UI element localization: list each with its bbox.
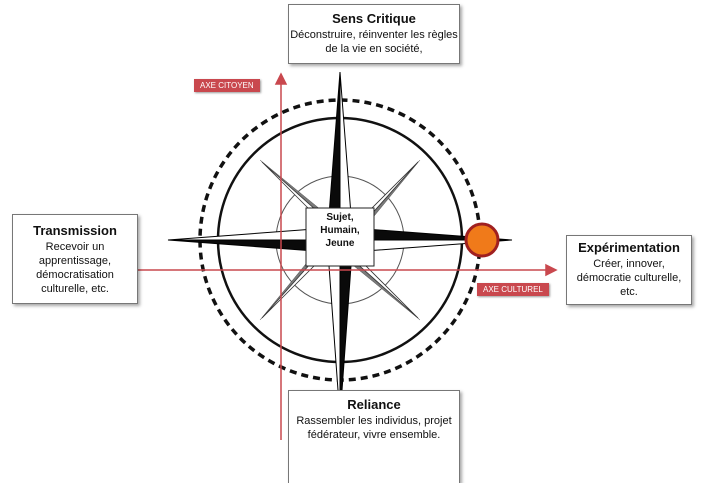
center-line-3: Jeune <box>326 238 355 249</box>
center-label: Sujet, Humain, Jeune <box>308 211 372 250</box>
experimentation-box: Expérimentation Créer, innover, démocrat… <box>566 235 692 305</box>
center-line-2: Humain, <box>320 225 359 236</box>
axis-culturel-label: AXE CULTUREL <box>477 283 549 296</box>
box-title: Expérimentation <box>567 240 691 255</box>
position-marker <box>466 224 498 256</box>
box-description: Créer, innover, démocratie culturelle, e… <box>567 257 691 299</box>
box-title: Sens Critique <box>289 11 459 26</box>
axis-citoyen-label: AXE CITOYEN <box>194 79 260 92</box>
reliance-box: Reliance Rassembler les individus, proje… <box>288 390 460 483</box>
box-description: Déconstruire, réinventer les règles de l… <box>289 28 459 56</box>
box-title: Transmission <box>13 223 137 238</box>
sens-critique-box: Sens Critique Déconstruire, réinventer l… <box>288 4 460 64</box>
box-description: Rassembler les individus, projet fédérat… <box>289 414 459 442</box>
center-line-1: Sujet, <box>326 212 353 223</box>
box-description: Recevoir un apprentissage, démocratisati… <box>13 240 137 296</box>
box-title: Reliance <box>289 397 459 412</box>
transmission-box: Transmission Recevoir un apprentissage, … <box>12 214 138 304</box>
